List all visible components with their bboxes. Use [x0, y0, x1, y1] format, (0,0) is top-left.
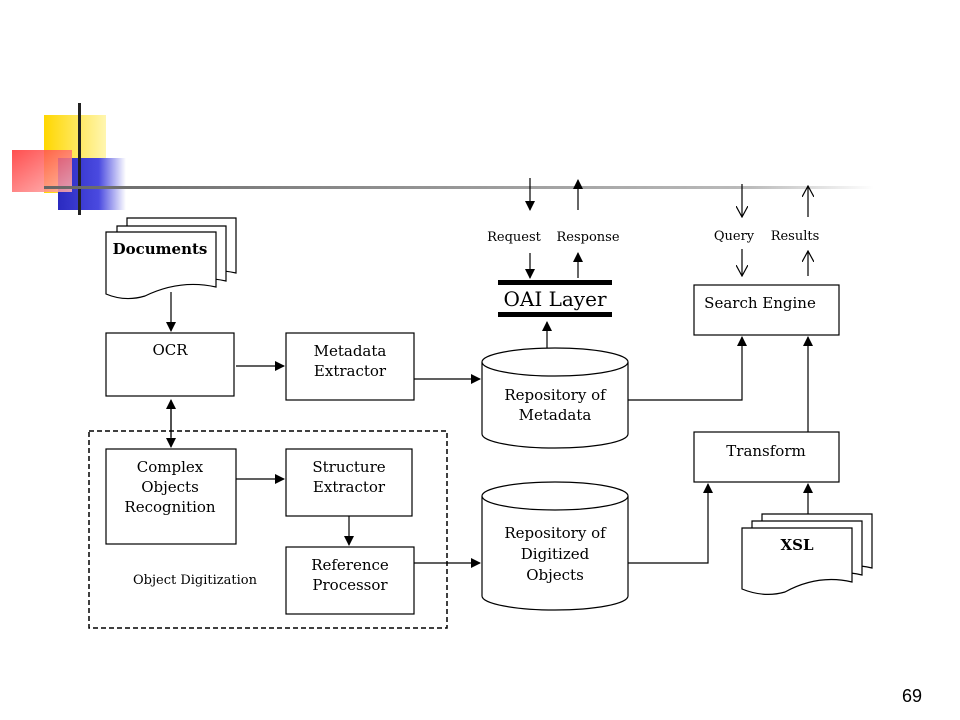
- page-number: 69: [901, 686, 922, 706]
- search-engine-box: Search Engine: [693, 284, 840, 336]
- object-digitization-label: Object Digitization: [133, 573, 258, 588]
- structure-extractor-label-1: Structure: [312, 458, 385, 476]
- structure-extractor-label-2: Extractor: [313, 478, 386, 496]
- object-digitization-group: [88, 430, 448, 629]
- repository-metadata-label-1: Repository of: [504, 386, 607, 404]
- ocr-label: OCR: [152, 341, 188, 359]
- response-label: Response: [556, 230, 619, 245]
- documents-stack: Documents: [105, 217, 237, 300]
- repository-digitized-label-1: Repository of: [504, 524, 607, 542]
- arrow-metadata-repo-to-search-engine: [628, 336, 747, 401]
- arrow-digitized-repo-to-transform: [628, 483, 713, 564]
- repository-digitized-label-3: Objects: [526, 566, 584, 584]
- title-rule: [44, 186, 874, 189]
- decor-vertical-rule: [78, 103, 81, 215]
- search-engine-label: Search Engine: [704, 294, 816, 312]
- complex-objects-label-3: Recognition: [124, 498, 216, 516]
- transform-box: Transform: [693, 431, 840, 483]
- metadata-extractor-box: Metadata Extractor: [285, 332, 415, 401]
- request-label: Request: [487, 230, 542, 245]
- repository-digitized-cylinder: Repository of Digitized Objects: [481, 481, 629, 611]
- xsl-stack: XSL: [741, 513, 873, 595]
- repository-metadata-label-2: Metadata: [519, 406, 592, 424]
- oai-layer-label: OAI Layer: [504, 287, 607, 311]
- reference-processor-box: Reference Processor: [285, 546, 415, 615]
- reference-processor-label-2: Processor: [312, 576, 388, 594]
- decor-red-square: [12, 150, 72, 192]
- structure-extractor-box: Structure Extractor: [285, 448, 413, 517]
- metadata-extractor-label-2: Extractor: [314, 362, 387, 380]
- repository-metadata-cylinder: Repository of Metadata: [481, 347, 629, 449]
- slide-decoration: [12, 103, 874, 215]
- documents-label: Documents: [113, 240, 208, 258]
- query-label: Query: [714, 229, 755, 244]
- complex-objects-label-1: Complex: [137, 458, 204, 476]
- xsl-label: XSL: [780, 536, 813, 554]
- oai-layer: OAI Layer: [498, 280, 612, 317]
- repository-digitized-label-2: Digitized: [521, 545, 590, 563]
- results-label: Results: [771, 229, 820, 244]
- complex-objects-box: Complex Objects Recognition: [105, 448, 237, 545]
- connectors: [166, 178, 808, 568]
- complex-objects-label-2: Objects: [141, 478, 199, 496]
- reference-processor-label-1: Reference: [311, 556, 389, 574]
- transform-label: Transform: [726, 442, 805, 460]
- ocr-box: OCR: [105, 332, 235, 397]
- metadata-extractor-label-1: Metadata: [314, 342, 387, 360]
